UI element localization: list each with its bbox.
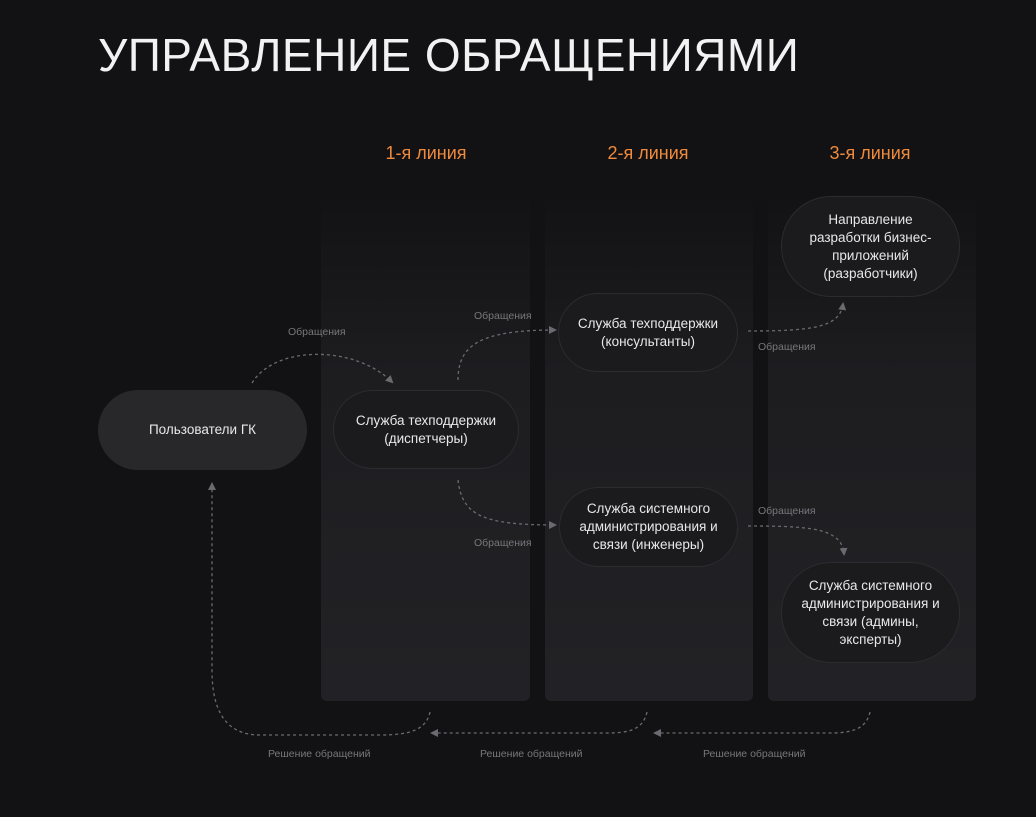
edge-label-consultants-to-developers: Обращения <box>758 341 816 353</box>
node-dispatchers: Служба техподдержки (диспетчеры) <box>333 390 519 469</box>
node-users: Пользователи ГК <box>98 390 307 470</box>
edge-label-resolution-2: Решение обращений <box>480 748 583 760</box>
arrow-engineers-to-admins <box>747 525 848 556</box>
edge-label-engineers-to-admins: Обращения <box>758 505 816 517</box>
arrow-resolution-3 <box>653 711 871 737</box>
node-developers: Направление разработки бизнес-приложений… <box>781 196 960 297</box>
arrow-consultants-to-developers <box>747 302 847 332</box>
column-header-line-1: 1-я линия <box>385 143 467 163</box>
arrow-resolution-2 <box>430 711 648 737</box>
arrow-users-to-dispatchers <box>251 353 394 384</box>
arrow-resolution-1 <box>208 482 431 736</box>
edge-label-dispatchers-to-engineers: Обращения <box>474 537 532 549</box>
edge-label-users-to-dispatchers: Обращения <box>288 326 346 338</box>
edge-label-resolution-1: Решение обращений <box>268 748 371 760</box>
node-consultants: Служба техподдержки (консультанты) <box>558 293 738 372</box>
column-header-line-3: 3-я линия <box>829 143 911 163</box>
node-admins: Служба системного администрирования и св… <box>781 562 960 663</box>
edge-label-resolution-3: Решение обращений <box>703 748 806 760</box>
column-header-line-2: 2-я линия <box>607 143 689 163</box>
arrow-dispatchers-to-consultants <box>457 326 557 381</box>
page-title: УПРАВЛЕНИЕ ОБРАЩЕНИЯМИ <box>98 29 800 81</box>
edge-label-dispatchers-to-consultants: Обращения <box>474 310 532 322</box>
lane-line-2 <box>545 190 753 701</box>
node-engineers: Служба системного администрирования и св… <box>559 487 738 567</box>
arrow-dispatchers-to-engineers <box>457 479 557 529</box>
